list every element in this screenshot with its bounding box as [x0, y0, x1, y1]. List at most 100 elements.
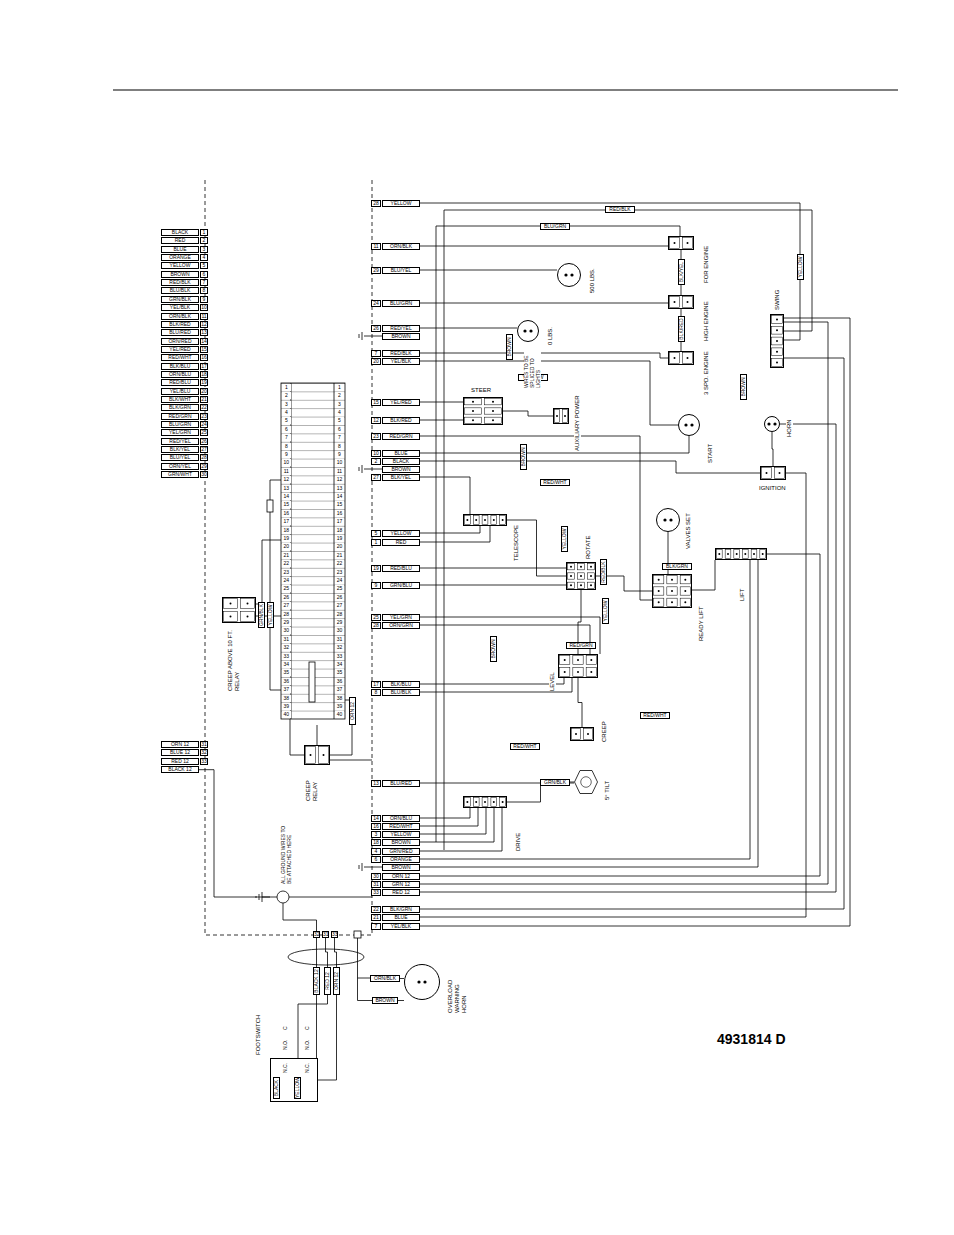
pin-cell [578, 564, 585, 570]
wire-color-tag: BLUE [382, 450, 420, 457]
wire-number: 12 [200, 321, 208, 328]
terminal-number: 40 [282, 711, 291, 718]
pin-dot [472, 420, 474, 422]
component-label: CREEP RELAY [305, 765, 319, 801]
relay-box: HIGH ENGINE [668, 295, 694, 309]
wire-number: 29 [371, 267, 381, 274]
wire-number: 16 [371, 823, 381, 830]
pin-dot [492, 401, 494, 403]
pin-cell [670, 353, 680, 364]
terminal-number: 19 [282, 535, 291, 542]
pin-cell [573, 656, 583, 665]
terminal-number: 38 [335, 695, 344, 702]
wire-number: 33 [371, 889, 381, 896]
component-label: 500 LBS. [589, 268, 596, 293]
pin-dot [580, 566, 582, 568]
wire-color-tag: BROWN [382, 333, 420, 340]
wire-number: 31 [200, 741, 208, 748]
wire-color-tag: YEL/BLU [161, 388, 199, 395]
wire-color-tag: BLU/RED [161, 329, 199, 336]
switch-connector: CREEP [570, 727, 594, 741]
pin-cell [319, 747, 329, 764]
pin-cell [667, 598, 677, 606]
wire-color-tag: ORN 12 [382, 873, 420, 880]
valve-switch: VALVES SET [656, 508, 680, 532]
pin-dot [472, 401, 474, 403]
terminal-number: 21 [335, 552, 344, 559]
wire-color-tag: YELLOW [294, 1077, 301, 1099]
terminal-number: 29 [282, 619, 291, 626]
contact-dot [424, 981, 427, 984]
pin-dot [467, 801, 469, 803]
terminal-number: 39 [335, 703, 344, 710]
wire-color-tag: BLK/GRN [662, 563, 692, 570]
contact-dot [774, 423, 777, 426]
pin-dot [658, 590, 660, 592]
wire-bundle [288, 949, 364, 965]
pin-cell [683, 297, 693, 308]
pin-cell [241, 599, 255, 609]
switch-connector: LEVEL [558, 654, 598, 678]
pin-cell [680, 576, 690, 584]
terminal-number: 35 [335, 669, 344, 676]
pin-cell [654, 587, 664, 595]
component-label: FOR ENGINE [703, 246, 710, 283]
pin-cell [683, 353, 693, 364]
terminal-number: 1 [282, 384, 291, 391]
wire-number: 9 [371, 582, 381, 589]
pin-cell [572, 729, 581, 740]
pin-cell [772, 348, 783, 356]
wire-color-tag: BLK/WHT [161, 396, 199, 403]
wire-color-tag: BLK/BLU [161, 363, 199, 370]
pin-dot [687, 301, 689, 303]
wire-color-tag: BLU/BLK [382, 689, 420, 696]
component-label: 3 SPD. ENGINE [703, 351, 710, 395]
wire-number: 16 [200, 354, 208, 361]
terminal-number: 7 [335, 434, 344, 441]
pin-dot [685, 590, 687, 592]
wire-color-tag: RED/BLU [161, 379, 199, 386]
terminal-number: 25 [282, 585, 291, 592]
wire-color-tag: BLACK [382, 458, 420, 465]
ground-stud [277, 891, 289, 903]
pin-dot [492, 410, 494, 412]
terminal-number: 3 [282, 401, 291, 408]
pin-dot [247, 603, 249, 605]
pin-cell [772, 359, 783, 367]
note: WIRES TO BE SPLICED TO LIGHTS [524, 344, 541, 388]
terminal-number: 31 [282, 636, 291, 643]
wire-number: 20 [371, 358, 381, 365]
pin-dot [671, 579, 673, 581]
terminal-number: 9 [335, 451, 344, 458]
wire-color-tag: ORN 12 [333, 967, 340, 995]
wire-color-tag: BLK/GRN [161, 404, 199, 411]
wire-color-tag: RED 12 [161, 758, 199, 765]
wire [420, 246, 678, 425]
wire-number: 27 [371, 474, 381, 481]
pin-cell [465, 798, 471, 807]
hex-outline [575, 771, 598, 794]
wire-number: 13 [200, 329, 208, 336]
connector-grid [668, 236, 694, 250]
pin-cell [775, 468, 785, 479]
footswitch-wire [317, 938, 337, 967]
pin-dot [727, 553, 729, 555]
terminal-number: 18 [335, 527, 344, 534]
terminal-number: 11 [282, 468, 291, 475]
wire [420, 203, 812, 850]
wire-color-tag: BLU/YEL [161, 454, 199, 461]
pin-dot [564, 659, 566, 661]
wire-color-tag: YELLOW [382, 530, 420, 537]
terminal-number: 29 [335, 619, 344, 626]
terminal-number: 10 [335, 459, 344, 466]
pin-cell [578, 573, 585, 579]
contact-dot [418, 981, 421, 984]
wire-color-tag: BROWN [372, 997, 398, 1004]
switch-connector: STEER [463, 397, 503, 425]
pin-dot [492, 420, 494, 422]
harness-boundary [205, 180, 372, 935]
wire-color-tag: BLUE [161, 246, 199, 253]
wire-color-tag: BLU/BLK [161, 287, 199, 294]
contact-dot [685, 424, 688, 427]
